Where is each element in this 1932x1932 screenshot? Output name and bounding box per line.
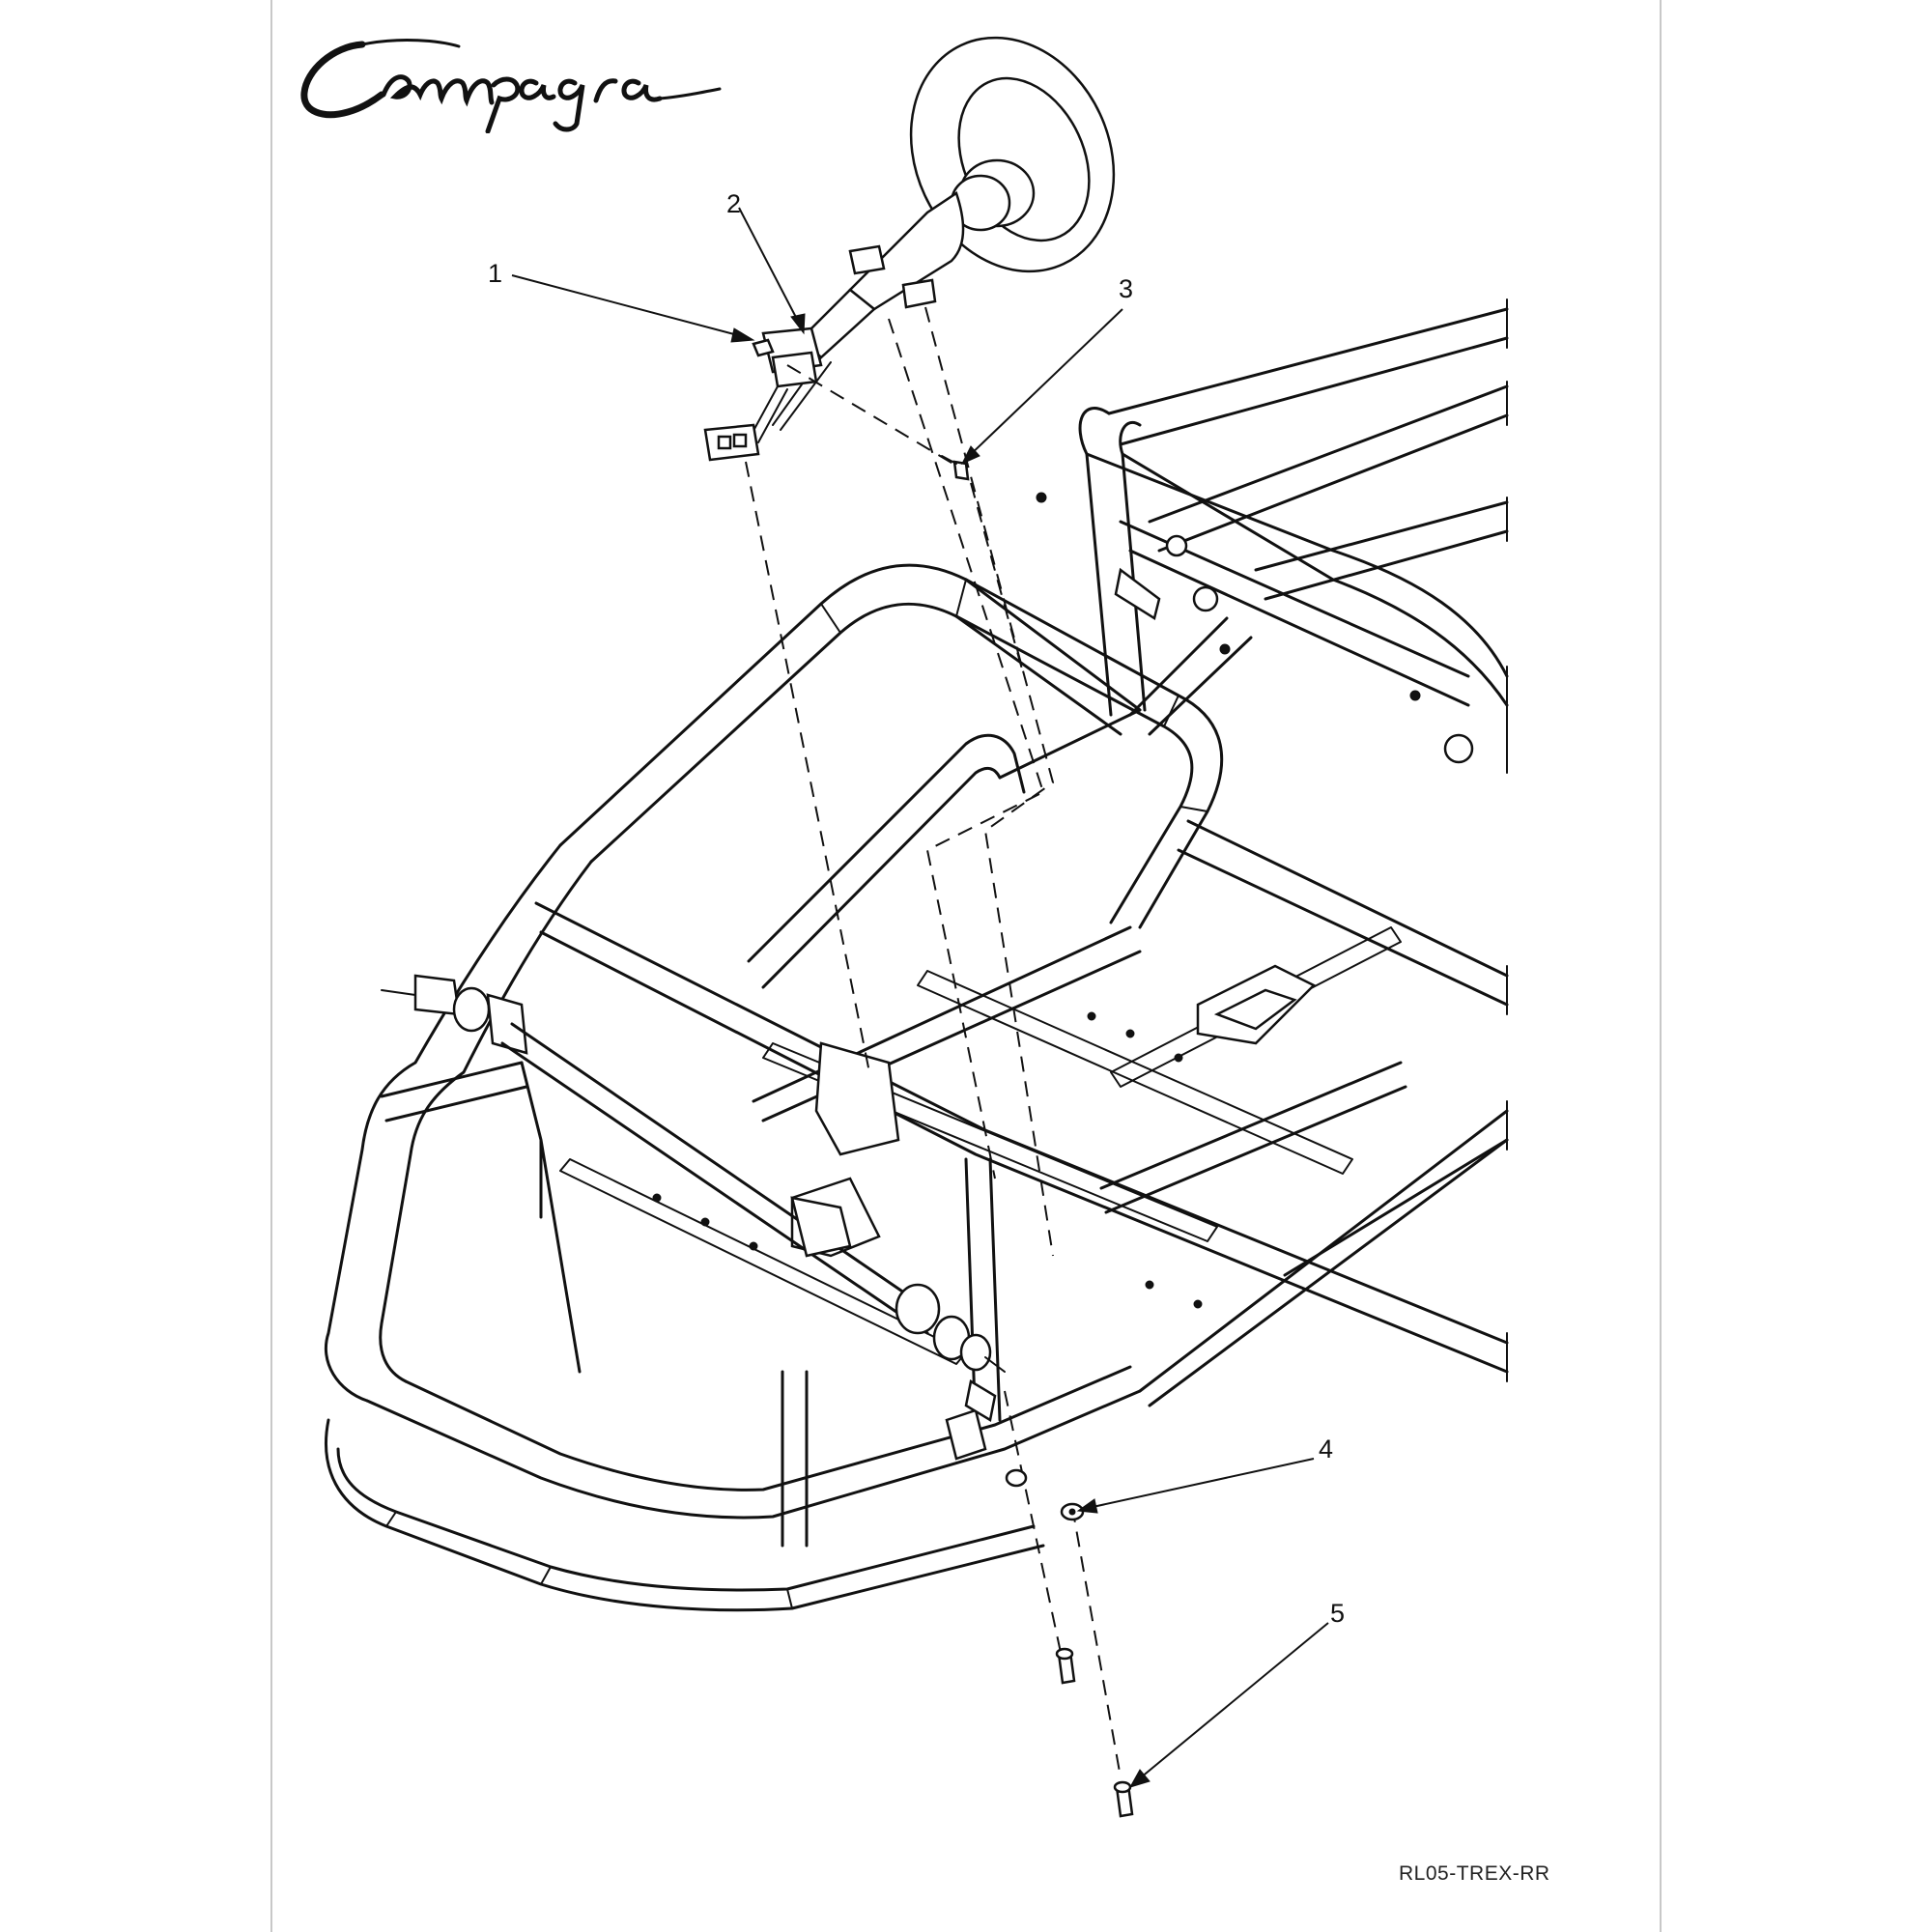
callout-leaders: [511, 207, 1329, 1788]
callout-2: 2: [726, 189, 742, 218]
drawing-sheet: [270, 0, 1662, 1932]
steering-rack-assembly: [381, 974, 1006, 1422]
assembly-dashed-lines: [745, 306, 1122, 1778]
callout-3: 3: [1119, 274, 1134, 303]
callout-4: 4: [1319, 1435, 1334, 1463]
lower-hardware: [1005, 1468, 1134, 1818]
front-nose-frame: [324, 819, 1509, 1612]
drawing-code: RL05-TREX-RR: [1399, 1862, 1550, 1885]
rear-frame-rails: [1036, 298, 1509, 774]
callout-1: 1: [488, 259, 503, 288]
main-roll-hoop: [558, 563, 1253, 989]
steering-wheel-column: [703, 36, 1116, 481]
callout-5: 5: [1330, 1599, 1346, 1628]
campagna-logo: [300, 39, 722, 133]
